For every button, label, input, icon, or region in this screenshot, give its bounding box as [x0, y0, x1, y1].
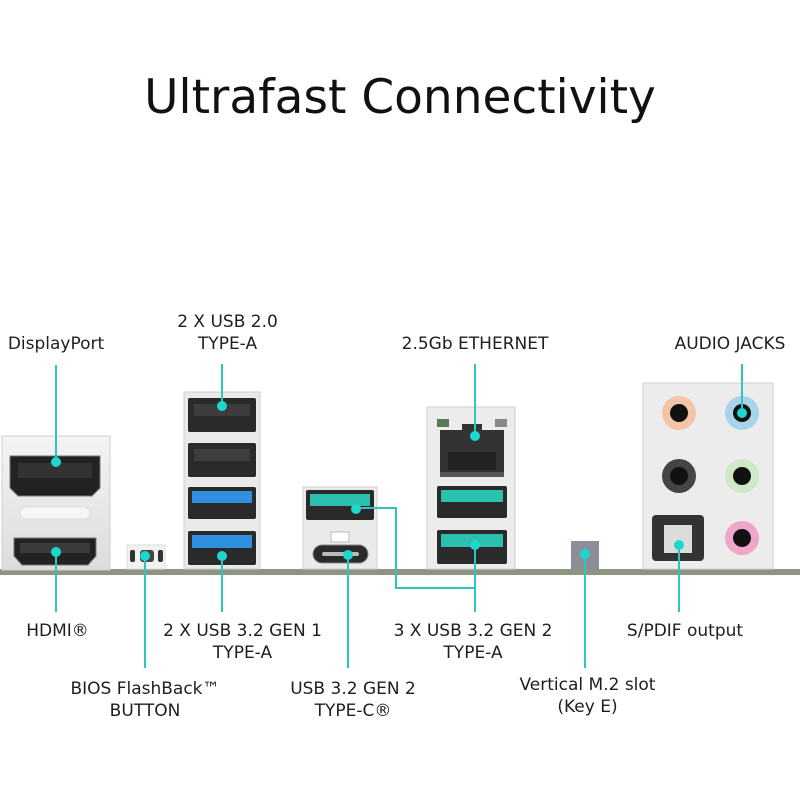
label-vertical-m2-line2: (Key E)	[557, 697, 618, 717]
leader-usb32-gen2	[356, 507, 476, 589]
dot-usb32-gen2-a	[351, 504, 361, 514]
label-vertical-m2: Vertical M.2 slot (Key E)	[500, 674, 675, 718]
label-spdif: S/PDIF output	[626, 621, 744, 641]
label-hdmi: HDMI®	[26, 621, 89, 641]
label-usb32-gen2-typea-line1: 3 X USB 3.2 GEN 2	[393, 621, 553, 641]
board-edge	[0, 569, 800, 575]
label-usb-typec: USB 3.2 GEN 2 TYPE-C®	[278, 678, 428, 722]
dot-hdmi	[51, 547, 61, 557]
label-usb32-gen1: 2 X USB 3.2 GEN 1 TYPE-A	[150, 620, 335, 664]
dot-usb32-gen1	[217, 551, 227, 561]
label-usb32-gen2-typea-line2: TYPE-A	[443, 643, 503, 663]
label-audio-jacks: AUDIO JACKS	[674, 334, 786, 354]
dot-typec	[343, 550, 353, 560]
label-usb-typec-line1: USB 3.2 GEN 2	[290, 679, 416, 699]
dot-ethernet	[470, 431, 480, 441]
usb-typec-block	[302, 486, 378, 570]
label-usb32-gen1-line2: TYPE-A	[212, 643, 273, 663]
label-usb-typec-line2: TYPE-C®	[314, 701, 392, 721]
label-ethernet: 2.5Gb ETHERNET	[401, 334, 549, 354]
usb-stack-block	[183, 391, 261, 570]
dot-bios	[140, 551, 150, 561]
dot-usb32-gen2-b	[470, 540, 480, 550]
leader-dots	[51, 401, 747, 561]
label-usb32-gen2-typea: 3 X USB 3.2 GEN 2 TYPE-A	[378, 620, 568, 664]
audio-block	[642, 382, 774, 570]
page-title: Ultrafast Connectivity	[144, 70, 656, 125]
dot-spdif	[674, 540, 684, 550]
label-usb20-line1: 2 X USB 2.0	[177, 312, 278, 332]
label-bios-flashback-line2: BUTTON	[109, 701, 181, 721]
dot-m2	[580, 549, 590, 559]
label-usb32-gen1-line1: 2 X USB 3.2 GEN 1	[163, 621, 322, 641]
label-usb20-line2: TYPE-A	[197, 334, 258, 354]
label-usb20: 2 X USB 2.0 TYPE-A	[160, 311, 295, 355]
label-bios-flashback: BIOS FlashBack™ BUTTON	[45, 678, 245, 722]
label-vertical-m2-line1: Vertical M.2 slot	[519, 675, 656, 695]
label-displayport: DisplayPort	[7, 334, 105, 354]
dot-audio	[737, 408, 747, 418]
label-bios-flashback-line1: BIOS FlashBack™	[70, 679, 220, 699]
dot-usb20	[217, 401, 227, 411]
leader-lines	[55, 364, 743, 668]
dot-displayport	[51, 457, 61, 467]
